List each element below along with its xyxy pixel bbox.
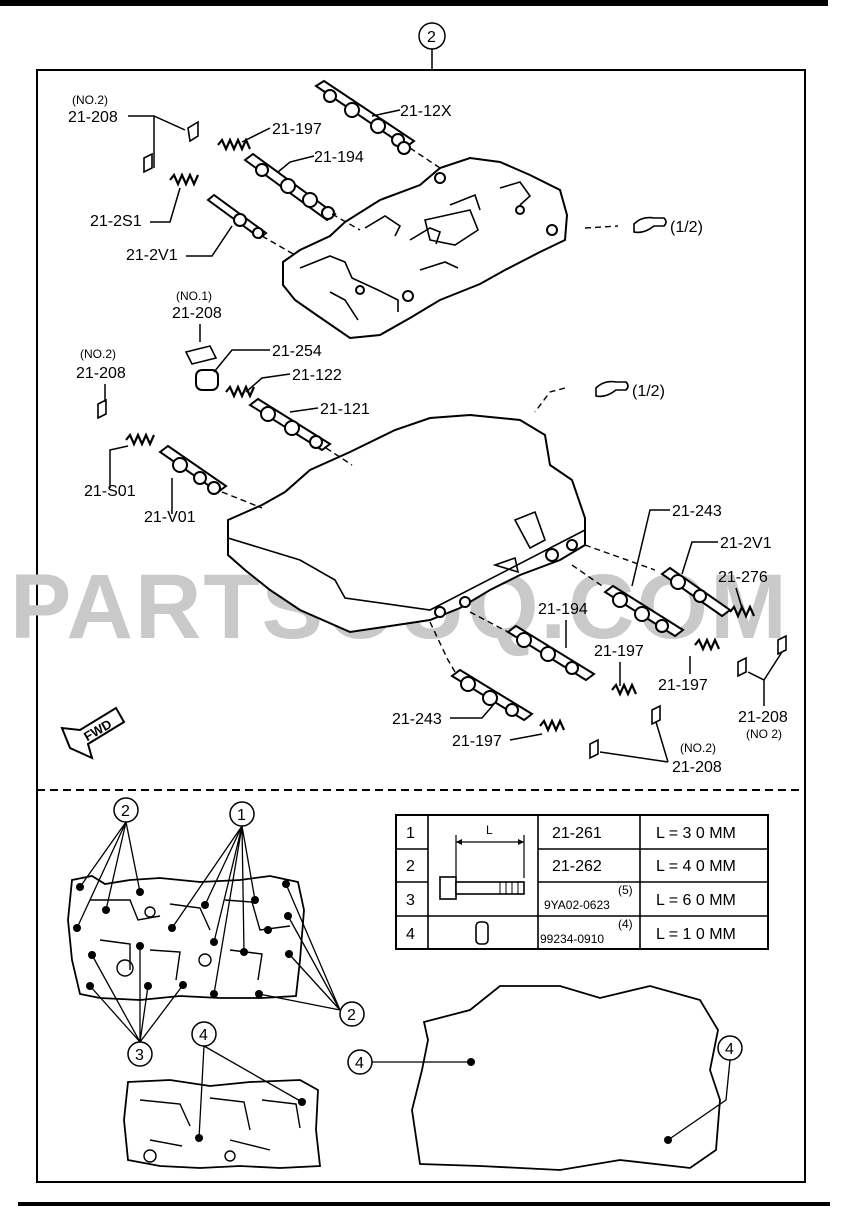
svg-text:1: 1: [237, 807, 246, 824]
svg-text:2: 2: [427, 29, 436, 46]
row-3-length: L = 6 0 MM: [656, 892, 736, 909]
upper-labels: (NO.2) 21-208 21-197 21-12X 21-194 21-2S…: [68, 93, 703, 264]
row-4-part: 99234-0910: [540, 932, 604, 946]
bottom-callouts: 2 1 2 3 4: [113, 797, 365, 1067]
lower-valve-body: [227, 413, 586, 634]
row-2-part: 21-262: [552, 858, 602, 875]
row-4-index: 4: [406, 926, 415, 943]
bolt-plan-upper: [67, 875, 305, 1001]
row-2-index: 2: [406, 858, 415, 875]
svg-text:21-208: 21-208: [672, 759, 722, 776]
svg-text:21-194: 21-194: [314, 149, 364, 166]
row-2-length: L = 4 0 MM: [656, 858, 736, 875]
fwd-arrow-icon: FWD: [60, 706, 126, 760]
lower-right-labels: 21-243 21-2V1 21-276 21-194 21-197 21-19…: [392, 503, 788, 776]
callout-2-top: 2: [113, 797, 139, 823]
callout-4-gasket-right: 4: [717, 1035, 743, 1061]
lower-left-valves: [97, 345, 332, 495]
svg-text:21-243: 21-243: [672, 503, 722, 520]
lower-right-valves: [450, 566, 787, 760]
svg-text:21-197: 21-197: [272, 121, 322, 138]
svg-text:21-197: 21-197: [452, 733, 502, 750]
svg-text:21-2S1: 21-2S1: [90, 213, 142, 230]
middle-labels: (NO.1) 21-208 (NO.2) 21-208 21-254 21-12…: [76, 289, 665, 526]
gasket: [411, 985, 721, 1171]
upper-valves: [143, 79, 416, 240]
svg-text:2: 2: [347, 1007, 356, 1024]
svg-text:(NO.2): (NO.2): [72, 93, 108, 107]
bolt-plan-lower: [123, 1079, 322, 1169]
svg-text:21-208: 21-208: [172, 305, 222, 322]
callout-4-left: 4: [191, 1021, 217, 1047]
svg-text:21-197: 21-197: [594, 643, 644, 660]
svg-text:4: 4: [355, 1055, 364, 1072]
callout-assembly-2: 2: [418, 22, 446, 70]
upper-valve-body: [282, 156, 569, 340]
svg-text:4: 4: [725, 1041, 734, 1058]
middle-leaders: [104, 324, 319, 514]
svg-text:(NO 2): (NO 2): [746, 727, 782, 741]
lower-right-leaders: [450, 509, 783, 763]
row-1-length: L = 3 0 MM: [656, 825, 736, 842]
lower-left-dash-lines: [221, 387, 566, 509]
svg-text:21-2V1: 21-2V1: [126, 247, 178, 264]
svg-text:21-208: 21-208: [76, 365, 126, 382]
svg-text:(NO.1): (NO.1): [176, 289, 212, 303]
svg-text:(1/2): (1/2): [632, 383, 665, 400]
hand-pointer-icon: [595, 380, 629, 398]
diagram-frame: [36, 69, 806, 1183]
lower-right-dash-lines: [429, 544, 656, 673]
row-3-part: 9YA02-0623: [544, 898, 610, 912]
svg-text:2: 2: [121, 803, 130, 820]
callout-1-top: 1: [229, 801, 255, 827]
bottom-rule: [18, 1202, 830, 1206]
upper-leaders: [128, 109, 401, 257]
bolt-table: L 1 21-261 L = 3 0 MM 2 21-262 L = 4 0 M…: [395, 814, 769, 950]
row-1-index: 1: [406, 825, 415, 842]
bolt-drawing: L: [439, 823, 525, 945]
svg-text:21-2V1: 21-2V1: [720, 535, 772, 552]
svg-text:21-S01: 21-S01: [84, 483, 136, 500]
bolt-location-dots: [73, 880, 306, 1142]
row-4-note: (4): [618, 917, 633, 931]
top-rule: [0, 0, 828, 6]
row-3-note: (5): [618, 883, 633, 897]
callout-4-gasket-left: 4: [347, 1049, 373, 1075]
svg-text:21-208: 21-208: [738, 709, 788, 726]
gasket-callouts: 4 4: [347, 1035, 743, 1075]
callout-3: 3: [127, 1041, 153, 1067]
row-3-index: 3: [406, 892, 415, 909]
gasket-dots: [467, 1058, 672, 1144]
svg-text:21-243: 21-243: [392, 711, 442, 728]
row-1-part: 21-261: [552, 825, 602, 842]
upper-dash-lines: [261, 147, 619, 256]
svg-text:4: 4: [199, 1027, 208, 1044]
svg-text:21-121: 21-121: [320, 401, 370, 418]
svg-text:(NO.2): (NO.2): [80, 347, 116, 361]
svg-text:21-122: 21-122: [292, 367, 342, 384]
bolt-location-leaders: [76, 821, 731, 1141]
svg-text:21-194: 21-194: [538, 601, 588, 618]
svg-text:21-12X: 21-12X: [400, 103, 452, 120]
svg-text:3: 3: [135, 1047, 144, 1064]
svg-text:(1/2): (1/2): [670, 219, 703, 236]
svg-text:21-276: 21-276: [718, 569, 768, 586]
svg-text:21-208: 21-208: [68, 109, 118, 126]
row-4-length: L = 1 0 MM: [656, 926, 736, 943]
svg-text:L: L: [486, 823, 493, 837]
svg-text:(NO.2): (NO.2): [680, 741, 716, 755]
callout-2-right: 2: [339, 1001, 365, 1027]
bolt-table-rows: 1 21-261 L = 3 0 MM 2 21-262 L = 4 0 MM …: [406, 825, 736, 946]
svg-text:21-197: 21-197: [658, 677, 708, 694]
svg-text:21-254: 21-254: [272, 343, 322, 360]
hand-pointer-icon: [633, 216, 667, 234]
svg-text:21-V01: 21-V01: [144, 509, 196, 526]
